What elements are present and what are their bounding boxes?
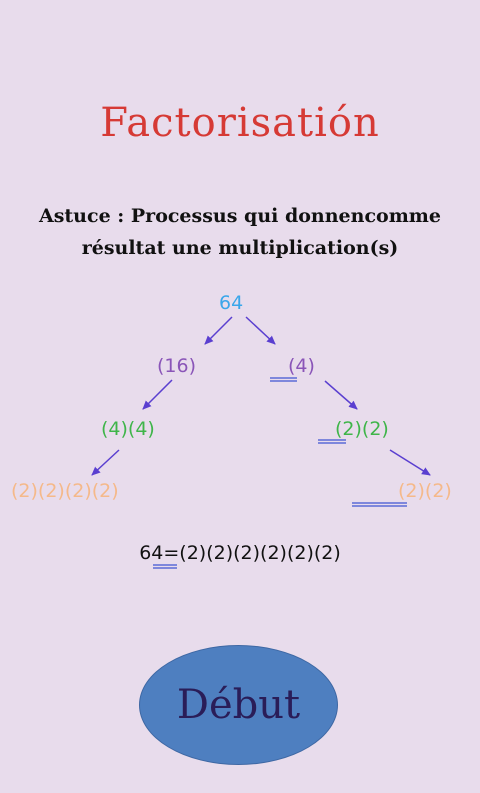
arrow-44-left — [91, 449, 120, 476]
tree-node-16: (16) — [157, 355, 197, 377]
page-title: Factorisatión — [100, 100, 380, 146]
hint-text: Astuce : Processus qui donnencomme résul… — [0, 200, 480, 264]
tree-node-2-2-2-2: (2)(2)(2)(2) — [11, 480, 119, 502]
factor-tree-arrows — [91, 316, 431, 507]
result-text: 64=(2)(2)(2)(2)(2)(2) — [139, 542, 341, 564]
arrow-root-left — [204, 316, 233, 345]
tree-node-2-2-final: (2)(2) — [398, 480, 452, 502]
arrow-16-left — [142, 379, 173, 410]
factorisation-result: 64=(2)(2)(2)(2)(2)(2) — [0, 542, 480, 564]
tree-node-4-4: (4)(4) — [101, 418, 155, 440]
result-underline — [153, 564, 177, 569]
tree-node-4: (4) — [288, 355, 315, 377]
arrow-4-right — [324, 380, 358, 410]
arrow-22-right — [389, 449, 431, 476]
start-button[interactable]: Début — [139, 645, 338, 765]
hint-line-2: résultat une multiplication(s) — [81, 237, 399, 259]
tree-node-2-2: (2)(2) — [335, 418, 389, 440]
tree-root-node: 64 — [219, 292, 244, 314]
arrow-root-right — [245, 316, 276, 345]
start-button-label: Début — [176, 682, 301, 728]
hint-line-1: Astuce : Processus qui donnencomme — [38, 205, 442, 227]
factor-tree: 64 (16) (4) (4)(4) (2)(2) (2)(2)(2)(2) (… — [0, 285, 480, 525]
